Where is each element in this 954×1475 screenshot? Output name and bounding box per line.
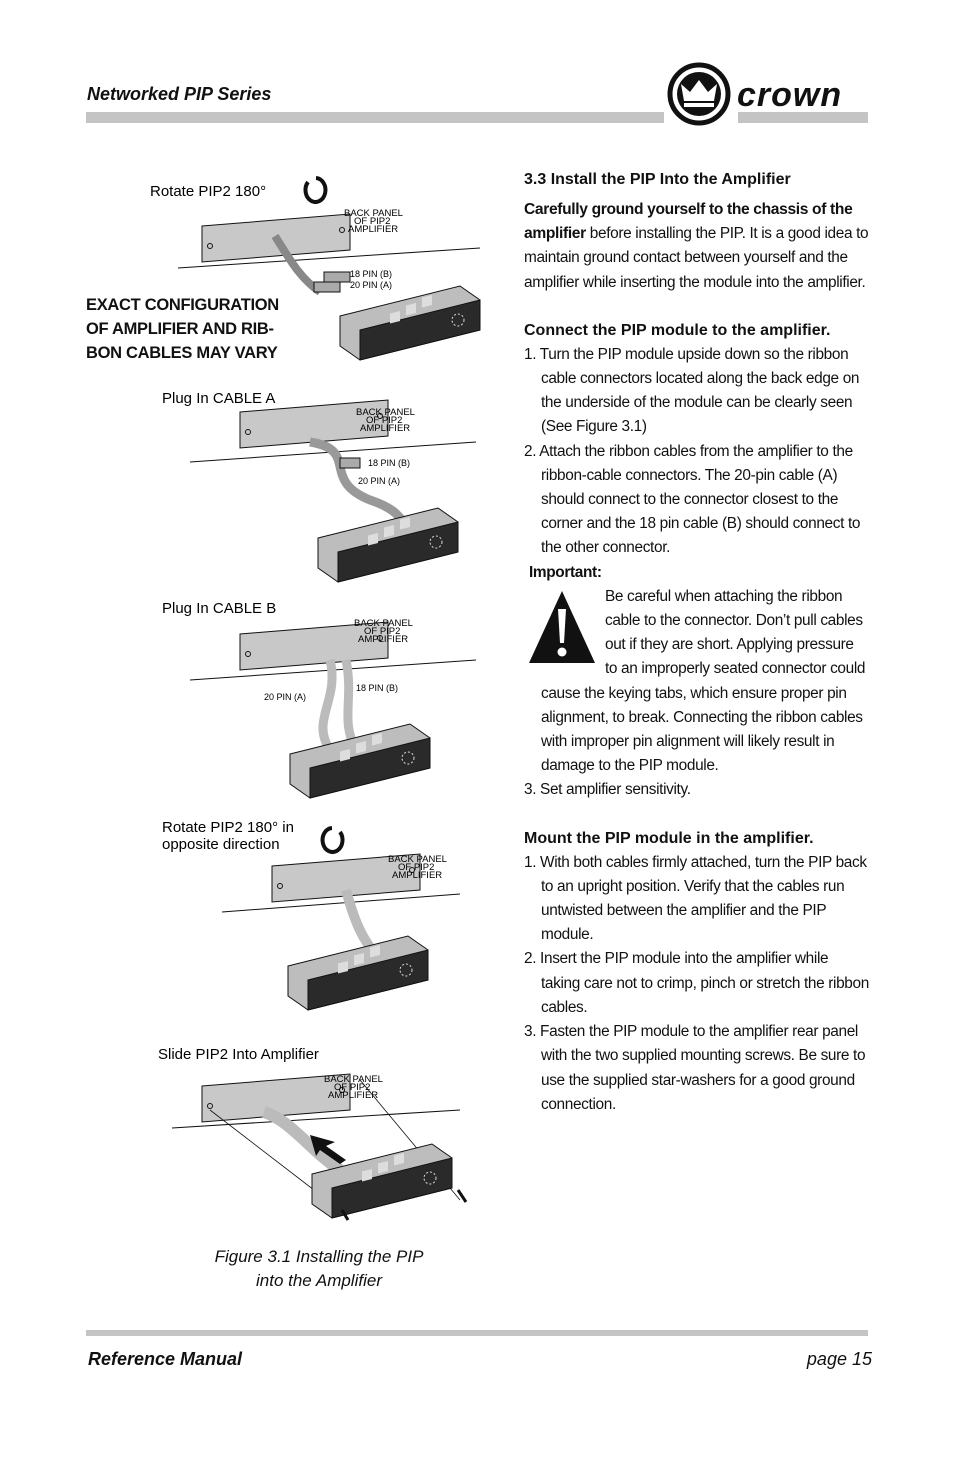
- list-item: 1. Turn the PIP module upside down so th…: [524, 345, 860, 436]
- svg-text:OF PIP2: OF PIP2: [366, 415, 402, 426]
- svg-text:AMPLIFIER: AMPLIFIER: [348, 224, 398, 235]
- svg-text:AMPLIFIER: AMPLIFIER: [360, 423, 410, 434]
- svg-text:BACK PANEL: BACK PANEL: [356, 407, 415, 418]
- list-item: 1. With both cables firmly attached, tur…: [524, 853, 867, 944]
- installation-figure: Rotate PIP2 180° BACK PANEL OF PIP2 AMPL…: [150, 176, 481, 1221]
- important-text: Be careful when attaching the ribbon cab…: [541, 587, 866, 775]
- step4-title-line2: opposite direction: [162, 836, 280, 853]
- step3-pin-a: 20 PIN (A): [264, 692, 306, 702]
- insert-arrow-icon: [310, 1135, 346, 1164]
- brand-text: crown: [737, 76, 842, 114]
- step2-title: Plug In CABLE A: [162, 390, 275, 407]
- step3-title: Plug In CABLE B: [162, 600, 276, 617]
- footer-manual-title: Reference Manual: [88, 1349, 243, 1369]
- important-note: Important: Be careful when attaching the…: [524, 561, 869, 779]
- step1-title: Rotate PIP2 180°: [150, 183, 266, 200]
- note-line: EXACT CONFIGURATION: [86, 296, 279, 314]
- step5-title: Slide PIP2 Into Amplifier: [158, 1046, 319, 1063]
- svg-text:OF PIP2: OF PIP2: [398, 862, 434, 873]
- step2-pin-a: 20 PIN (A): [358, 476, 400, 486]
- svg-text:OF PIP2: OF PIP2: [354, 216, 390, 227]
- connect-steps: 1. Turn the PIP module upside down so th…: [524, 343, 869, 561]
- svg-text:BACK PANEL: BACK PANEL: [354, 618, 413, 629]
- svg-text:OF PIP2: OF PIP2: [334, 1082, 370, 1093]
- header-rule-right: [738, 112, 868, 123]
- step1-pin-b: 18 PIN (B): [350, 269, 392, 279]
- step3-pin-b: 18 PIN (B): [356, 683, 398, 693]
- connect-heading: Connect the PIP module to the amplifier.: [524, 321, 831, 339]
- configuration-note: EXACT CONFIGURATION OF AMPLIFIER AND RIB…: [86, 293, 286, 365]
- list-item: 3. Set amplifier sensitivity.: [524, 781, 691, 799]
- intro-paragraph: Carefully ground yourself to the chassis…: [524, 201, 869, 291]
- step4-title-line1: Rotate PIP2 180° in: [162, 819, 294, 836]
- step1-pin-a: 20 PIN (A): [350, 280, 392, 290]
- svg-text:AMPLIFIER: AMPLIFIER: [358, 634, 408, 645]
- footer-rule: [86, 1330, 868, 1336]
- mount-steps: 1. With both cables firmly attached, tur…: [524, 851, 869, 1117]
- note-line: BON CABLES MAY VARY: [86, 344, 278, 362]
- header-rule: [86, 112, 664, 123]
- section-heading: 3.3 Install the PIP Into the Amplifier: [524, 171, 791, 188]
- mount-heading: Mount the PIP module in the amplifier.: [524, 829, 814, 847]
- page-number: page 15: [806, 1349, 872, 1369]
- mounting-screw-icon: [456, 1189, 468, 1203]
- warning-icon: [529, 590, 595, 663]
- rotate-reverse-arrow-icon: [320, 826, 345, 854]
- svg-text:OF PIP2: OF PIP2: [364, 626, 400, 637]
- step1-panel-label-1: BACK PANEL: [344, 208, 403, 219]
- install-section: 3.3 Install the PIP Into the Amplifier C…: [524, 168, 869, 1117]
- note-line: OF AMPLIFIER AND RIB-: [86, 320, 274, 338]
- connect-steps-continued: 3. Set amplifier sensitivity.: [524, 778, 869, 802]
- mounting-screw-icon: [340, 1209, 350, 1221]
- crown-logo: crown: [667, 62, 842, 126]
- svg-text:AMPLIFIER: AMPLIFIER: [328, 1090, 378, 1101]
- important-label: Important:: [529, 563, 602, 581]
- figure-caption: Figure 3.1 Installing the PIP into the A…: [214, 1247, 424, 1290]
- header-series-title: Networked PIP Series: [87, 84, 272, 104]
- svg-text:AMPLIFIER: AMPLIFIER: [392, 870, 442, 881]
- step2-pin-b: 18 PIN (B): [368, 458, 410, 468]
- list-item: 3. Fasten the PIP module to the amplifie…: [524, 1023, 866, 1113]
- rotate-arrow-icon: [303, 176, 328, 204]
- list-item: 2. Insert the PIP module into the amplif…: [524, 950, 869, 1016]
- list-item: 2. Attach the ribbon cables from the amp…: [524, 442, 861, 557]
- svg-text:BACK PANEL: BACK PANEL: [388, 854, 447, 865]
- svg-text:BACK PANEL: BACK PANEL: [324, 1074, 383, 1085]
